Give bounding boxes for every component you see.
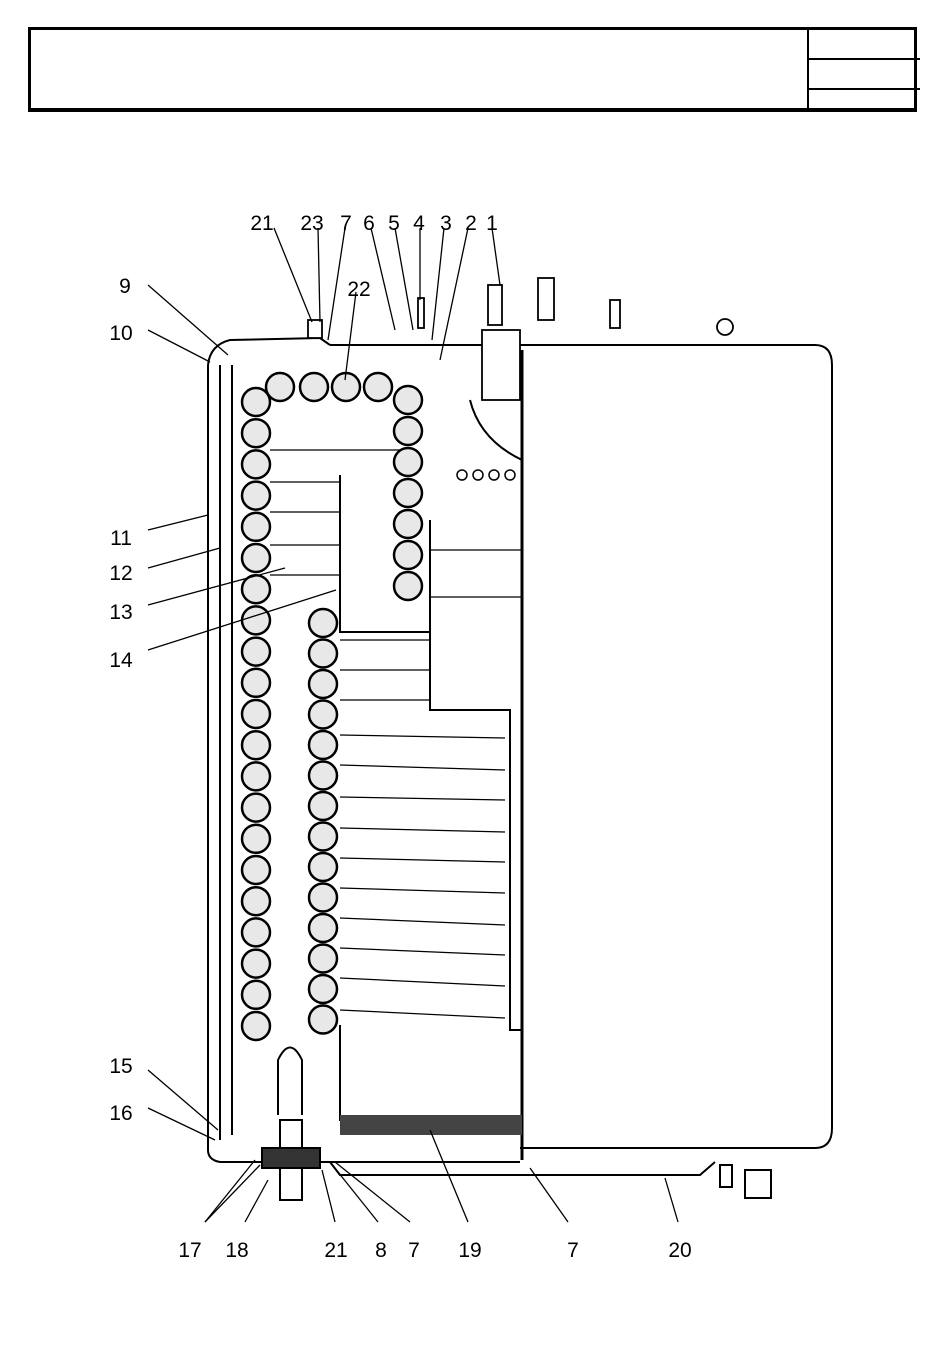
coil-tube [309, 975, 337, 1003]
bottom-base [330, 1162, 715, 1175]
part-label-l15: 15 [109, 1055, 132, 1078]
coil-tube [242, 794, 270, 822]
part-label-l13: 13 [109, 601, 132, 624]
drain-nut [262, 1148, 320, 1168]
u-tube [278, 1048, 302, 1116]
part-label-l12: 12 [109, 562, 132, 585]
part-label-l6: 6 [363, 212, 375, 235]
fitting-cap [308, 320, 322, 338]
lower-chamber [340, 1025, 522, 1120]
coil-tube [309, 914, 337, 942]
part-label-l16: 16 [109, 1102, 132, 1125]
burner-box [482, 330, 520, 400]
top-left-cap [208, 338, 330, 365]
coil-tube [394, 572, 422, 600]
coil-tube [309, 1006, 337, 1034]
fitting-stem-4 [418, 298, 424, 328]
coil-tube [242, 981, 270, 1009]
part-label-l11: 11 [110, 527, 132, 550]
coil-tube [242, 544, 270, 572]
coil-tube [242, 450, 270, 478]
part-label-l9: 9 [119, 275, 131, 298]
part-label-l21b: 21 [324, 1239, 347, 1262]
coil-tube [242, 669, 270, 697]
coil-tube [394, 448, 422, 476]
coil-tube [242, 513, 270, 541]
part-label-l23: 23 [300, 212, 323, 235]
coil-tube [242, 700, 270, 728]
coil-tube [266, 373, 294, 401]
coil-tube [309, 884, 337, 912]
coil-tube [242, 1012, 270, 1040]
fitting-knob [717, 319, 733, 335]
coil-tube [309, 640, 337, 668]
coil-tube [394, 510, 422, 538]
part-label-l3: 3 [440, 212, 452, 235]
fitting-right [610, 300, 620, 328]
part-label-l14: 14 [109, 649, 133, 672]
part-label-l7a: 7 [340, 212, 352, 235]
part-label-l21a: 21 [250, 212, 273, 235]
coil-tube [242, 606, 270, 634]
part-label-l1: 1 [486, 212, 498, 235]
part-label-l4: 4 [413, 212, 425, 235]
coil-tube [309, 609, 337, 637]
coil-tube [242, 419, 270, 447]
coil-tube [242, 918, 270, 946]
bottom-foot [720, 1165, 732, 1187]
burner-ports [457, 470, 515, 480]
coil-tube [309, 853, 337, 881]
leader-lines [148, 228, 678, 1222]
coil-tube [242, 825, 270, 853]
part-label-l2: 2 [465, 212, 477, 235]
coil-tube [242, 856, 270, 884]
coil-tube [242, 731, 270, 759]
coil-tube [309, 701, 337, 729]
coil-tube [309, 945, 337, 973]
coil-tube [394, 417, 422, 445]
coil-tube [309, 792, 337, 820]
coil-tube [394, 541, 422, 569]
part-label-l7b: 7 [408, 1239, 420, 1262]
part-label-l5: 5 [388, 212, 400, 235]
coil-tube [242, 482, 270, 510]
part-label-l20: 20 [668, 1239, 691, 1262]
coil-tube [364, 373, 392, 401]
part-label-l8: 8 [375, 1239, 387, 1262]
outer-casing-right [520, 345, 832, 1148]
burner-housing [470, 400, 522, 460]
fin-lines [270, 450, 522, 1018]
part-label-l18: 18 [225, 1239, 248, 1262]
bottom-bolt [745, 1170, 771, 1198]
part-label-l17: 17 [178, 1239, 201, 1262]
coil-tube [242, 638, 270, 666]
valve-body-2 [538, 278, 554, 320]
coil-tube [242, 950, 270, 978]
part-label-l7c: 7 [567, 1239, 579, 1262]
coil-tube [242, 575, 270, 603]
part-label-l22: 22 [347, 278, 370, 301]
coil-tube [309, 670, 337, 698]
heat-exchanger-coils [242, 373, 422, 1040]
coil-tube [242, 762, 270, 790]
part-label-l19: 19 [458, 1239, 481, 1262]
valve-body [488, 285, 502, 325]
coil-tube [242, 887, 270, 915]
part-label-l10: 10 [109, 322, 132, 345]
coil-tube [309, 731, 337, 759]
coil-tube [300, 373, 328, 401]
coil-tube [309, 762, 337, 790]
coil-tube [309, 823, 337, 851]
coil-tube [394, 479, 422, 507]
coil-tube [394, 386, 422, 414]
